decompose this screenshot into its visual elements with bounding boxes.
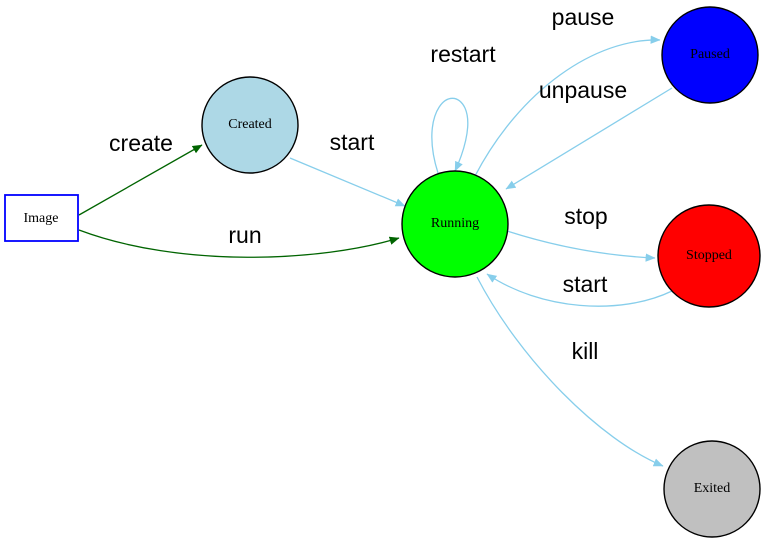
node-label-stopped: Stopped — [686, 248, 732, 263]
edge-kill — [476, 276, 664, 467]
edge-label-create: create — [109, 130, 173, 156]
node-image[interactable]: Image — [4, 194, 79, 242]
edge-label-pause: pause — [552, 4, 615, 30]
node-label-image: Image — [24, 211, 59, 226]
edge-stop — [506, 230, 656, 262]
node-stopped[interactable]: Stopped — [657, 204, 761, 308]
edge-start-created — [289, 157, 406, 207]
edge-label-restart: restart — [430, 41, 496, 67]
node-shape-image — [4, 194, 79, 242]
edge-create — [78, 144, 203, 216]
node-paused[interactable]: Paused — [661, 6, 759, 104]
edge-labels-layer: create run start pause unpause restart stop sta… — [109, 4, 627, 364]
edge-label-start-stopped: start — [563, 271, 608, 297]
node-label-running: Running — [431, 216, 479, 231]
edge-start-stopped — [486, 273, 673, 307]
node-label-created: Created — [228, 117, 272, 132]
node-running[interactable]: Running — [401, 170, 509, 278]
edge-unpause — [505, 87, 673, 190]
edge-run — [78, 229, 400, 258]
node-shape-running — [401, 170, 509, 278]
node-label-exited: Exited — [694, 481, 731, 496]
node-shape-stopped — [657, 204, 761, 308]
node-shape-exited — [663, 440, 761, 538]
node-label-paused: Paused — [690, 47, 730, 62]
node-shape-paused — [661, 6, 759, 104]
edge-label-start-created: start — [330, 129, 375, 155]
edge-label-stop: stop — [564, 203, 607, 229]
edge-label-run: run — [228, 222, 261, 248]
node-exited[interactable]: Exited — [663, 440, 761, 538]
edge-label-kill: kill — [572, 338, 599, 364]
edges-layer — [78, 35, 673, 467]
node-shape-created — [201, 76, 299, 174]
node-created[interactable]: Created — [201, 76, 299, 174]
edge-restart — [431, 97, 469, 174]
edge-label-unpause: unpause — [539, 77, 627, 103]
edge-pause — [474, 35, 661, 177]
